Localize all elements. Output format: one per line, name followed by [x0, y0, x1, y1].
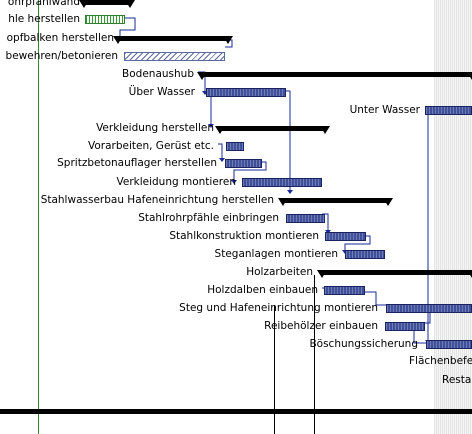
link [286, 90, 291, 190]
task-bar[interactable] [242, 178, 322, 187]
task-label[interactable]: bewehren/betonieren [5, 50, 118, 62]
task-bar[interactable] [426, 340, 472, 349]
task-label[interactable]: Unter Wasser [349, 104, 420, 116]
task-bar[interactable] [124, 52, 225, 61]
task-label[interactable]: Steganlagen montieren [214, 248, 338, 260]
task-bar[interactable] [345, 250, 385, 259]
task-label[interactable]: Flächenbefe [409, 355, 472, 367]
link [218, 143, 223, 158]
task-label[interactable]: Verkleidung herstellen [96, 122, 214, 134]
column-divider-2 [314, 275, 315, 434]
link [358, 291, 386, 306]
progress-line [38, 0, 39, 434]
task-bar[interactable] [425, 106, 472, 115]
task-label[interactable]: Spritzbetonauflager herstellen [57, 157, 217, 169]
task-bar[interactable] [85, 15, 125, 24]
task-bar[interactable] [206, 88, 286, 97]
arrow [208, 124, 214, 128]
summary-task-bar[interactable] [215, 126, 330, 134]
task-label[interactable]: hle herstellen [8, 13, 80, 25]
task-label[interactable]: Holzarbeiten [246, 266, 313, 278]
task-label[interactable]: Reibehölzer einbauen [264, 320, 378, 332]
task-bar[interactable] [386, 304, 472, 313]
task-label[interactable]: opfbalken herstellen [6, 32, 114, 44]
task-label[interactable]: ohrpfahlwand [7, 0, 80, 8]
link [344, 235, 371, 250]
task-bar[interactable] [225, 159, 262, 168]
task-label[interactable]: Verkleidung montieren [116, 176, 237, 188]
link [233, 161, 267, 180]
arrow [287, 190, 293, 194]
task-bar[interactable] [325, 232, 366, 241]
task-bar[interactable] [385, 322, 425, 331]
summary-task-bar[interactable] [79, 0, 135, 8]
task-bar[interactable] [226, 142, 244, 151]
task-label[interactable]: Über Wasser [128, 86, 195, 98]
task-label[interactable]: Stahlkonstruktion montieren [169, 230, 319, 242]
project-summary-bar [0, 409, 472, 414]
summary-task-bar[interactable] [278, 198, 393, 206]
column-divider-1 [274, 305, 275, 434]
task-label[interactable]: Böschungssicherung [309, 338, 418, 350]
link [119, 17, 136, 36]
link [206, 95, 212, 124]
task-bar[interactable] [286, 214, 325, 223]
task-label[interactable]: Steg und Hafeneinrichtung montieren [179, 302, 378, 314]
task-label[interactable]: Holzdalben einbauen [207, 284, 318, 296]
task-label[interactable]: Resta [442, 374, 472, 386]
arrow [219, 158, 225, 162]
summary-task-bar[interactable] [197, 72, 472, 80]
summary-task-bar[interactable] [113, 36, 233, 44]
task-bar[interactable] [324, 286, 365, 295]
task-label[interactable]: Bodenaushub [122, 68, 194, 80]
summary-task-bar[interactable] [317, 270, 472, 278]
task-label[interactable]: Stahlrohrpfähle einbringen [138, 212, 279, 224]
task-label[interactable]: Vorarbeiten, Gerüst etc. [88, 140, 214, 152]
arrow [231, 180, 237, 184]
task-label[interactable]: Stahlwasserbau Hafeneinrichtung herstell… [40, 194, 274, 206]
